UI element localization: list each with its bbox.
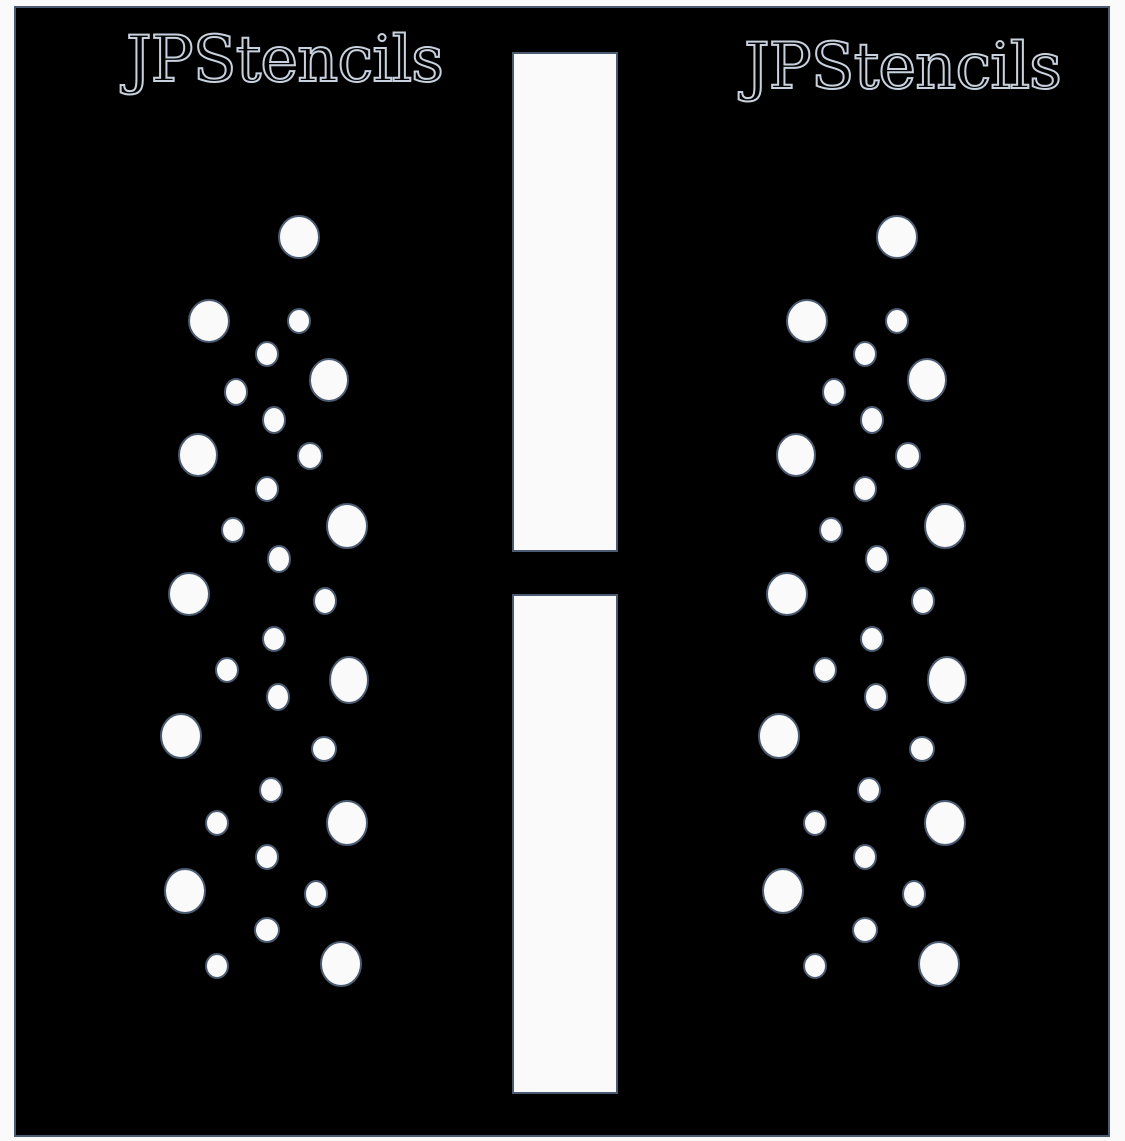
dot-cutout-left-23: [205, 810, 229, 836]
dot-cutout-right-22: [924, 800, 966, 846]
dot-cutout-left-13: [168, 572, 210, 616]
dot-cutout-left-17: [329, 656, 369, 704]
dot-cutout-right-24: [853, 844, 877, 870]
dot-cutout-right-5: [822, 378, 846, 406]
dot-cutout-right-4: [907, 358, 947, 402]
center-slot-bottom: [512, 594, 618, 1094]
dot-cutout-right-11: [819, 517, 843, 543]
brand-logo-right: JPStencils: [743, 30, 1063, 104]
dot-cutout-left-14: [313, 587, 337, 615]
dot-cutout-right-27: [852, 917, 878, 943]
dot-cutout-left-6: [262, 406, 286, 434]
dot-cutout-right-26: [902, 880, 926, 908]
dot-cutout-right-21: [857, 777, 881, 803]
dot-cutout-left-29: [205, 953, 229, 979]
dot-cutout-right-20: [909, 736, 935, 762]
dot-cutout-right-14: [911, 587, 935, 615]
dot-cutout-left-26: [304, 880, 328, 908]
dot-cutout-right-25: [762, 868, 804, 914]
dot-cutout-left-4: [309, 358, 349, 402]
dot-cutout-right-15: [860, 626, 884, 652]
dot-cutout-left-28: [320, 941, 362, 987]
dot-cutout-right-12: [865, 545, 889, 573]
dot-cutout-right-8: [895, 442, 921, 470]
dot-cutout-right-7: [776, 433, 816, 477]
dot-cutout-left-9: [255, 476, 279, 502]
dot-cutout-right-0: [876, 215, 918, 259]
dot-cutout-right-29: [803, 953, 827, 979]
dot-cutout-right-3: [853, 341, 877, 367]
dot-pattern: [160, 215, 967, 987]
dot-cutout-left-1: [188, 299, 230, 343]
dot-cutout-right-17: [927, 656, 967, 704]
dot-cutout-left-3: [255, 341, 279, 367]
dot-cutout-right-16: [813, 657, 837, 683]
dot-cutout-right-1: [786, 299, 828, 343]
dot-cutout-left-12: [267, 545, 291, 573]
dot-cutout-left-22: [326, 800, 368, 846]
dot-cutout-left-10: [326, 503, 368, 549]
dot-cutout-left-20: [311, 736, 337, 762]
dot-cutout-left-0: [278, 215, 320, 259]
stencil-sheet: JPStencils JPStencils: [14, 6, 1110, 1137]
dot-cutout-left-16: [215, 657, 239, 683]
dot-cutout-right-23: [803, 810, 827, 836]
dot-cutout-left-5: [224, 378, 248, 406]
brand-logo-left: JPStencils: [125, 23, 445, 97]
dot-cutout-right-28: [918, 941, 960, 987]
dot-cutout-right-2: [885, 308, 909, 334]
dot-cutout-left-27: [254, 917, 280, 943]
dot-cutout-left-25: [164, 868, 206, 914]
dot-cutout-left-11: [221, 517, 245, 543]
dot-cutout-left-15: [262, 626, 286, 652]
dot-cutout-left-21: [259, 777, 283, 803]
dot-cutout-right-9: [853, 476, 877, 502]
dot-cutout-right-13: [766, 572, 808, 616]
dot-cutout-right-10: [924, 503, 966, 549]
center-slot-top: [512, 52, 618, 552]
dot-cutout-right-6: [860, 406, 884, 434]
dot-cutout-left-7: [178, 433, 218, 477]
dot-cutout-right-18: [864, 683, 888, 711]
dot-cutout-right-19: [758, 713, 800, 759]
dot-cutout-left-18: [266, 683, 290, 711]
dot-cutout-left-8: [297, 442, 323, 470]
dot-cutout-left-24: [255, 844, 279, 870]
dot-cutout-left-19: [160, 713, 202, 759]
dot-cutout-left-2: [287, 308, 311, 334]
